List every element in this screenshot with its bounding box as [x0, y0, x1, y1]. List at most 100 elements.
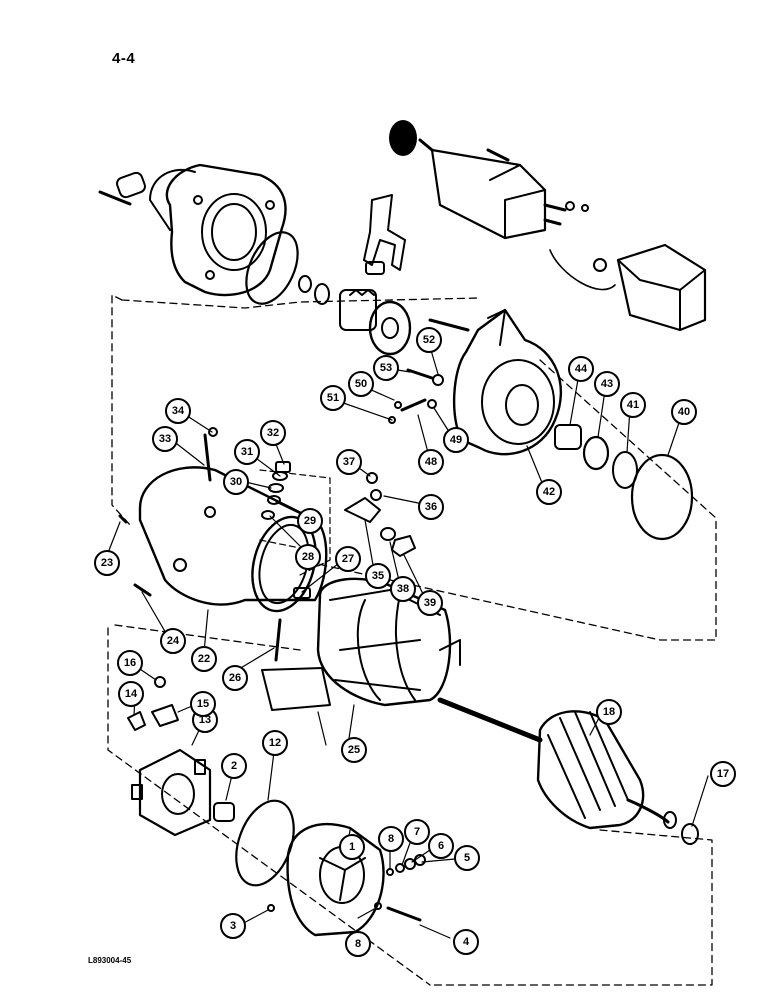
bushing-44: [554, 424, 582, 450]
nut-36: [370, 489, 382, 501]
callout-4: 4: [453, 929, 479, 955]
washer-41: [612, 451, 638, 489]
callout-43: 43: [594, 371, 620, 397]
seal-43: [582, 435, 610, 471]
pinion-and-screw-part: [98, 171, 146, 206]
terminal-stud-33: [203, 433, 212, 482]
bushing-2: [213, 802, 235, 822]
washer-7: [395, 863, 405, 873]
bracket-35: [344, 497, 381, 523]
callout-1: 1: [339, 834, 365, 860]
pole-screw-26: [274, 618, 282, 662]
through-bolt-upper: [428, 318, 470, 332]
figure-code: L893004-45: [88, 956, 132, 965]
callout-53: 53: [373, 355, 399, 381]
callout-33: 33: [152, 426, 178, 452]
commutator-end-frame-part: [452, 308, 563, 456]
pin-3: [267, 904, 275, 912]
callout-30: 30: [223, 469, 249, 495]
callout-50: 50: [348, 371, 374, 397]
callout-27: 27: [335, 546, 361, 572]
brush-spring-14: [127, 711, 146, 731]
washer-8b: [374, 902, 382, 910]
callout-35: 35: [365, 563, 391, 589]
solenoid-cover-part: [549, 243, 707, 332]
callout-17: 17: [710, 761, 736, 787]
callout-18: 18: [596, 699, 622, 725]
thrust-washer-17: [681, 823, 699, 845]
pole-shoe-part: [261, 667, 331, 711]
washer-50: [394, 401, 402, 409]
nut-37: [366, 472, 378, 484]
callout-41: 41: [620, 392, 646, 418]
assembly-boundary-lower: [107, 624, 713, 986]
callout-39: 39: [417, 590, 443, 616]
housing-gasket-ring: [245, 231, 299, 305]
shift-fork-part: [363, 194, 406, 271]
callout-16: 16: [117, 650, 143, 676]
callout-7: 7: [404, 819, 430, 845]
stud-48: [400, 398, 427, 412]
callout-40: 40: [671, 399, 697, 425]
brush-holder-plate-part: [131, 748, 212, 837]
callout-37: 37: [336, 449, 362, 475]
brush-15: [151, 704, 179, 727]
callout-31: 31: [234, 439, 260, 465]
callout-26: 26: [222, 665, 248, 691]
callout-22: 22: [191, 646, 217, 672]
page-number: 4-4: [112, 50, 136, 67]
nut-49: [427, 399, 437, 409]
drive-housing-part: [149, 163, 287, 297]
callout-28: 28: [295, 544, 321, 570]
thrust-collar: [314, 283, 330, 305]
washer-51: [388, 416, 396, 424]
callout-5: 5: [454, 845, 480, 871]
callout-23: 23: [94, 550, 120, 576]
callout-3: 3: [220, 913, 246, 939]
callout-8-lower: 8: [345, 931, 371, 957]
end-frame-1-part: [286, 823, 385, 937]
washer-6: [404, 858, 416, 870]
solenoid-part: [389, 120, 589, 240]
nut-39: [391, 535, 416, 557]
washer-38: [380, 527, 396, 541]
washer-28: [261, 510, 275, 520]
leader-lines: [105, 339, 709, 939]
snap-ring-small: [298, 275, 312, 293]
callout-29: 29: [297, 508, 323, 534]
callout-32: 32: [260, 420, 286, 446]
callout-48: 48: [418, 449, 444, 475]
fork-pad: [365, 261, 385, 275]
callout-51: 51: [320, 385, 346, 411]
through-bolt-4: [386, 906, 422, 922]
callout-25: 25: [341, 737, 367, 763]
callout-44: 44: [568, 356, 594, 382]
plug-24: [133, 583, 152, 597]
callout-14: 14: [118, 681, 144, 707]
callout-6: 6: [428, 833, 454, 859]
nut-32: [275, 461, 291, 473]
screw-16: [154, 676, 166, 688]
callout-36: 36: [418, 494, 444, 520]
nut-52: [432, 374, 444, 386]
callout-2: 2: [221, 753, 247, 779]
nut-34: [208, 427, 218, 437]
screw-53: [406, 368, 434, 380]
callout-8-upper: 8: [378, 826, 404, 852]
drive-pinion-clutch-part: [339, 289, 412, 356]
insulator-27: [293, 587, 311, 599]
callout-49: 49: [443, 427, 469, 453]
callout-15: 15: [190, 691, 216, 717]
callout-24: 24: [160, 628, 186, 654]
callout-42: 42: [536, 479, 562, 505]
washer-29: [267, 495, 281, 505]
assembly-boundary-middle: [259, 469, 331, 576]
callout-38: 38: [390, 576, 416, 602]
armature-part: [437, 697, 677, 830]
o-ring-40: [630, 453, 694, 541]
callout-34: 34: [165, 398, 191, 424]
callout-52: 52: [416, 327, 442, 353]
washer-8a: [386, 868, 394, 876]
